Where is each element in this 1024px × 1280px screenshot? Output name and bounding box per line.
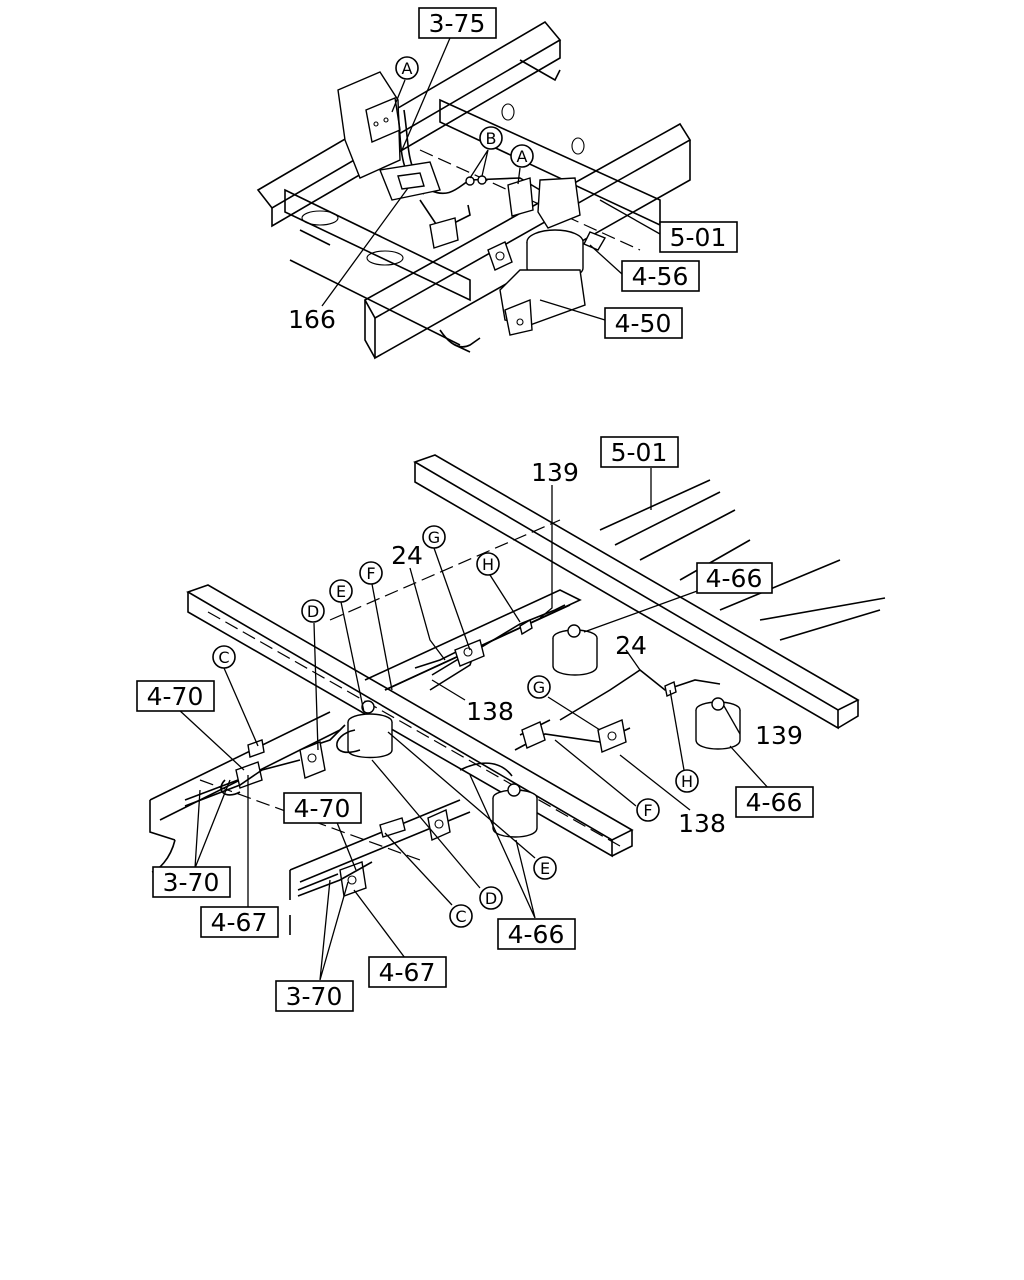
callout-letter: H [482, 555, 494, 574]
callout-a-1: A [395, 56, 419, 80]
ref-box-4-70-center: 4-70 [283, 792, 362, 824]
ref-box-4-56: 4-56 [621, 260, 700, 292]
ref-label: 3-70 [286, 982, 343, 1011]
part-number-24-right: 24 [615, 631, 647, 660]
bottom-leaders [177, 468, 771, 981]
callout-f-right: F [636, 798, 660, 822]
ref-label: 4-70 [294, 794, 351, 823]
ref-box-4-67-center: 4-67 [368, 956, 447, 988]
callout-e-lower: E [533, 856, 557, 880]
ref-label: 4-56 [632, 262, 689, 291]
callout-h-right: H [675, 769, 699, 793]
ref-label: 5-01 [611, 438, 668, 467]
callout-c-lower: C [449, 904, 473, 928]
ref-box-5-01-top: 5-01 [659, 221, 738, 253]
part-number-24-upper: 24 [391, 541, 423, 570]
ref-label: 4-66 [746, 788, 803, 817]
ref-label: 4-66 [706, 564, 763, 593]
callout-letter: C [218, 648, 229, 667]
callout-g-upper: G [422, 525, 446, 549]
bottom-assembly-drawing [149, 454, 886, 935]
ref-box-4-66-upper: 4-66 [696, 562, 773, 594]
callout-g-right: G [527, 675, 551, 699]
callout-c-upper: C [212, 645, 236, 669]
part-number-138-right: 138 [678, 809, 726, 838]
callout-letter: F [643, 801, 652, 820]
callout-f-upper: F [359, 561, 383, 585]
callout-letter: A [402, 59, 413, 78]
callout-letter: E [540, 859, 550, 878]
part-number-138-center: 138 [466, 697, 514, 726]
ref-box-4-70-left: 4-70 [136, 680, 215, 712]
part-number-139-right: 139 [755, 721, 803, 750]
callout-letter: A [517, 147, 528, 166]
callout-letter: F [366, 564, 375, 583]
ref-label: 4-67 [379, 958, 436, 987]
ref-label: 4-66 [508, 920, 565, 949]
ref-label: 3-70 [163, 868, 220, 897]
top-leaders [321, 37, 661, 321]
ref-box-3-70-left: 3-70 [152, 866, 231, 898]
callout-letter: D [307, 602, 319, 621]
callout-d-lower: D [479, 886, 503, 910]
ref-label: 4-70 [147, 682, 204, 711]
ref-label: 5-01 [670, 223, 727, 252]
ref-box-3-75: 3-75 [418, 7, 497, 39]
callout-h-upper: H [476, 552, 500, 576]
ref-box-4-67-left: 4-67 [200, 906, 279, 938]
ref-label: 3-75 [429, 9, 486, 38]
callout-letter: H [681, 772, 693, 791]
ref-box-4-66-lower: 4-66 [497, 918, 576, 950]
part-number-166: 166 [288, 305, 336, 334]
callout-letter: B [486, 129, 497, 148]
ref-box-4-66-right: 4-66 [735, 786, 814, 818]
callout-letter: G [428, 528, 440, 547]
ref-box-5-01-bottom: 5-01 [600, 436, 679, 468]
callout-b: B [479, 126, 503, 150]
callout-letter: E [336, 582, 346, 601]
ref-label: 4-67 [211, 908, 268, 937]
callout-a-2: A [510, 144, 534, 168]
callout-letter: C [455, 907, 466, 926]
part-number-139-upper: 139 [531, 458, 579, 487]
callout-d-upper: D [301, 599, 325, 623]
ref-box-3-70-center: 3-70 [275, 980, 354, 1012]
callout-letter: D [485, 889, 497, 908]
callout-letter: G [533, 678, 545, 697]
ref-label: 4-50 [615, 309, 672, 338]
callout-e-upper: E [329, 579, 353, 603]
ref-box-4-50: 4-50 [604, 307, 683, 339]
